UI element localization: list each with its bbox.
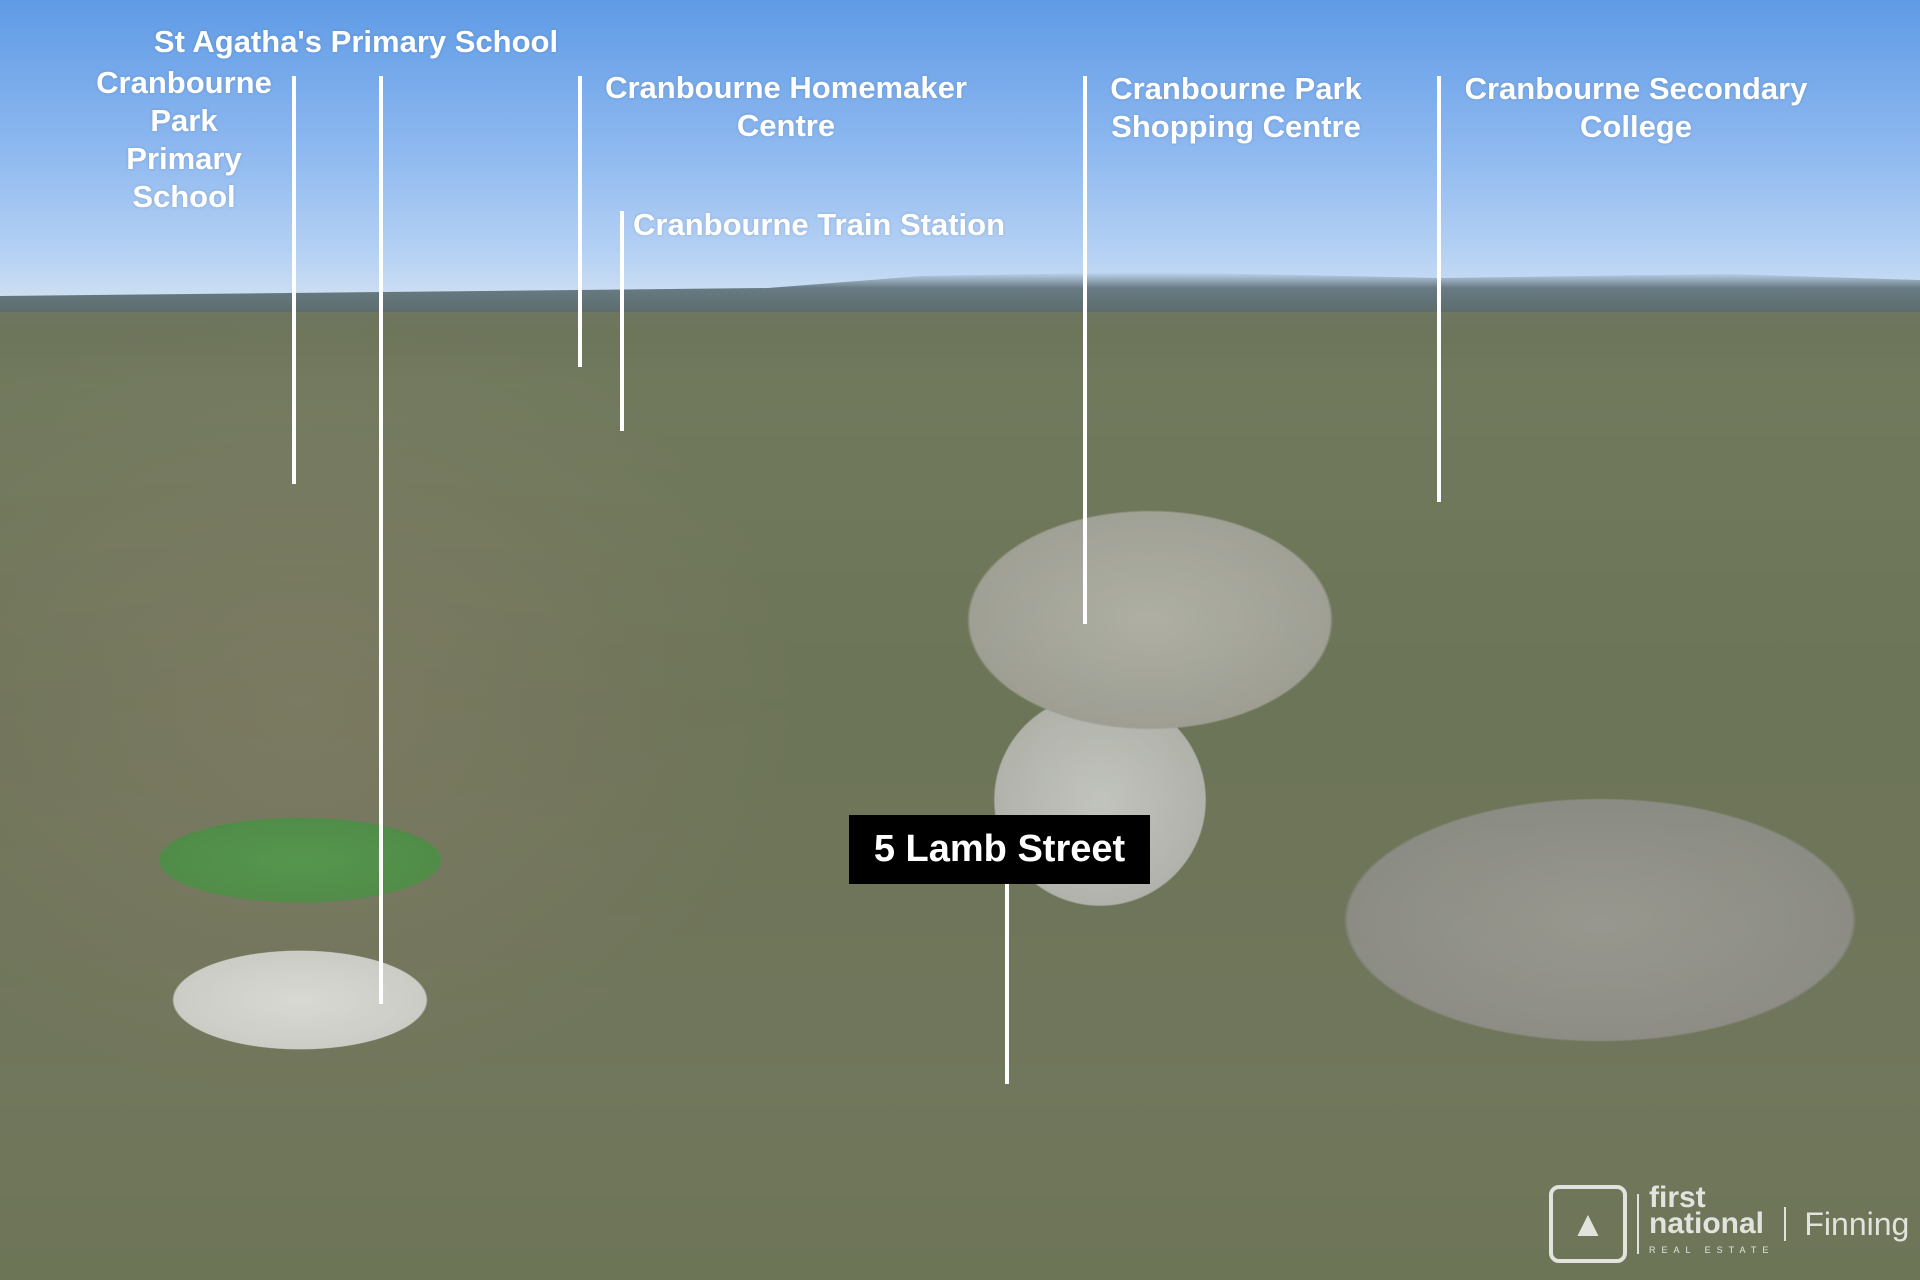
label-line: Cranbourne Park [1110,71,1362,106]
brand-bottom: national [1649,1207,1765,1240]
property-address-label: 5 Lamb Street [849,815,1150,884]
office-name: Finning [1804,1205,1910,1242]
label-line: Centre [736,108,836,143]
label-line: College [1580,109,1692,144]
brand-name: first national REAL ESTATE [1649,1181,1775,1263]
label-park-shopping: Cranbourne Park Shopping Centre [1096,70,1376,146]
label-line: Cranbourne [96,65,272,100]
pointer-line-st-agathas [379,76,383,1004]
label-line: Cranbourne Secondary [1464,71,1808,106]
pointer-line-park-shopping [1083,76,1087,624]
label-line: School [132,179,236,214]
label-cranbourne-park-primary: Cranbourne Park Primary School [84,64,284,216]
brand-top: first [1649,1181,1706,1214]
pointer-line-cranbourne-park-primary [292,76,296,484]
pointer-line-train-station [620,211,624,431]
label-homemaker: Cranbourne Homemaker Centre [586,69,986,145]
horizon-hills [0,272,1920,312]
divider [1784,1207,1787,1241]
pointer-line-secondary-college [1437,76,1441,502]
aerial-photo [0,300,1920,1280]
pointer-line-property [1005,884,1009,1084]
label-line: Park [150,103,218,138]
label-train-station: Cranbourne Train Station [633,207,1006,242]
label-line: Cranbourne Homemaker [605,70,967,105]
label-secondary-college: Cranbourne Secondary College [1446,70,1826,146]
label-st-agathas: St Agatha's Primary School [153,24,559,59]
label-line: Shopping Centre [1111,109,1361,144]
divider [1637,1194,1639,1254]
label-line: Primary [126,141,242,176]
brand-tagline: REAL ESTATE [1649,1245,1775,1255]
agency-watermark: ▲ first national REAL ESTATE Finning [1549,1181,1910,1263]
pointer-line-homemaker [578,76,582,367]
first-national-logo-icon: ▲ [1549,1185,1627,1263]
